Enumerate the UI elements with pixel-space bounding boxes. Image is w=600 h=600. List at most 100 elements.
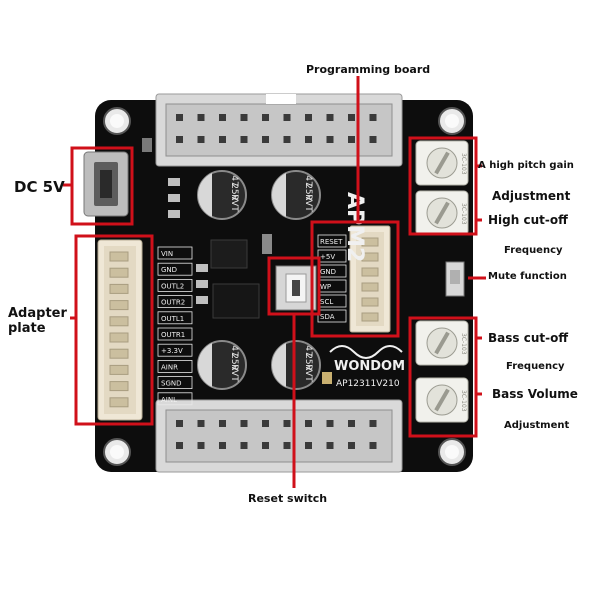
adapter-pin (109, 251, 129, 262)
left-pin-labels: VINGNDOUTL2OUTR2OUTL1OUTR1+3.3VAINRSGNDA… (157, 246, 193, 406)
header-pin (219, 442, 226, 449)
top-pin-header (155, 93, 403, 167)
header-pin (348, 442, 355, 449)
label-adapter-line1: Adapter (8, 306, 67, 321)
model-silk: AP12311V210 (336, 379, 400, 389)
header-pin (240, 114, 248, 121)
header-pin (240, 420, 248, 427)
header-pin (197, 114, 205, 121)
label-bass-volume: Bass Volume (492, 387, 578, 401)
capacitor-text: RVT (303, 194, 313, 212)
reset-switch (275, 265, 317, 311)
capacitor-text: RVT (229, 194, 239, 212)
left-pin-label: OUTL1 (161, 315, 184, 323)
capacitor-text: 25V (229, 183, 239, 201)
adapter-pin (109, 348, 129, 359)
header-pin (176, 420, 183, 427)
header-pin (262, 114, 269, 121)
pot-face-text: 3C-103 (460, 390, 467, 412)
adapter-pin (109, 267, 129, 278)
header-pin (348, 114, 355, 121)
header-pin (176, 136, 183, 143)
left-pin-label: OUTR2 (161, 299, 185, 307)
header-pin (262, 136, 269, 143)
header-pin (326, 442, 334, 449)
pot-slot (434, 201, 450, 225)
right-pin-label: +5V (320, 253, 335, 261)
header-pin (283, 136, 291, 143)
smd-components (142, 138, 332, 384)
brand-wave-logo (329, 345, 403, 359)
header-pin (197, 442, 205, 449)
capacitor-text: 47 (229, 175, 239, 186)
header-pin (283, 114, 291, 121)
header-pin (305, 136, 312, 143)
label-programming-board: Programming board (306, 63, 431, 76)
right-pin-label: WP (320, 283, 331, 291)
adapter-pin (109, 332, 129, 343)
left-pin-label: VIN (161, 250, 173, 258)
header-pin (262, 442, 269, 449)
pot-face-text: 3C-103 (460, 203, 467, 225)
left-pin-label-box (157, 246, 193, 260)
callout-annotations (63, 76, 486, 488)
left-pin-label-box (157, 327, 193, 341)
label-adjustment-2: Adjustment (504, 420, 570, 431)
header-pin (197, 136, 205, 143)
label-adapter-line2: plate (8, 321, 46, 336)
programming-pin (361, 267, 379, 277)
pot-slot (434, 388, 450, 412)
header-pin (240, 442, 248, 449)
left-pin-label: +3.3V (161, 347, 183, 355)
header-pin (219, 420, 226, 427)
label-reset-switch: Reset switch (248, 492, 328, 505)
adapter-pin (109, 283, 129, 294)
adapter-pin (109, 316, 129, 327)
left-pin-label: OUTR1 (161, 331, 185, 339)
mute-switch (445, 261, 465, 297)
right-pin-label: RESET (320, 238, 343, 246)
pot-face-text: 3C-103 (460, 333, 467, 355)
left-pin-label-box (157, 359, 193, 373)
capacitor-text: RVT (303, 364, 313, 382)
micro-usb-port (83, 151, 129, 217)
programming-pin (361, 282, 379, 292)
left-pin-label-box (157, 376, 193, 390)
header-pin (369, 114, 377, 121)
left-pin-label-box (157, 262, 193, 276)
programming-connector (349, 225, 391, 333)
capacitor-text: 47 (303, 175, 313, 186)
callout-box-pot-bass (408, 316, 478, 438)
label-pitch-gain: A high pitch gain (478, 160, 574, 171)
header-pin (305, 420, 312, 427)
header-pin (305, 114, 312, 121)
mounting-holes (103, 107, 466, 466)
label-frequency-2: Frequency (506, 361, 565, 372)
left-pin-label-box (157, 278, 193, 292)
header-pin (283, 420, 291, 427)
label-bass-cutoff: Bass cut-off (488, 331, 569, 345)
bottom-pin-header (155, 399, 403, 473)
capacitor-text: 25V (303, 183, 313, 201)
header-pin (197, 420, 205, 427)
header-pin (240, 136, 248, 143)
callout-box-programming (310, 220, 400, 338)
header-pin (283, 442, 291, 449)
header-pin (305, 442, 312, 449)
header-pin (262, 420, 269, 427)
pot-slot (434, 331, 450, 355)
header-pin (369, 420, 377, 427)
left-pin-label: AINR (161, 363, 178, 371)
right-pin-label-box (317, 234, 347, 248)
header-pin (369, 136, 377, 143)
right-pin-label-box (317, 249, 347, 263)
left-pin-label: SGND (161, 380, 182, 388)
capacitor-text: 25V (303, 353, 313, 371)
callout-box-adapter (74, 234, 154, 426)
header-pin (219, 114, 226, 121)
adapter-pin (109, 381, 129, 392)
